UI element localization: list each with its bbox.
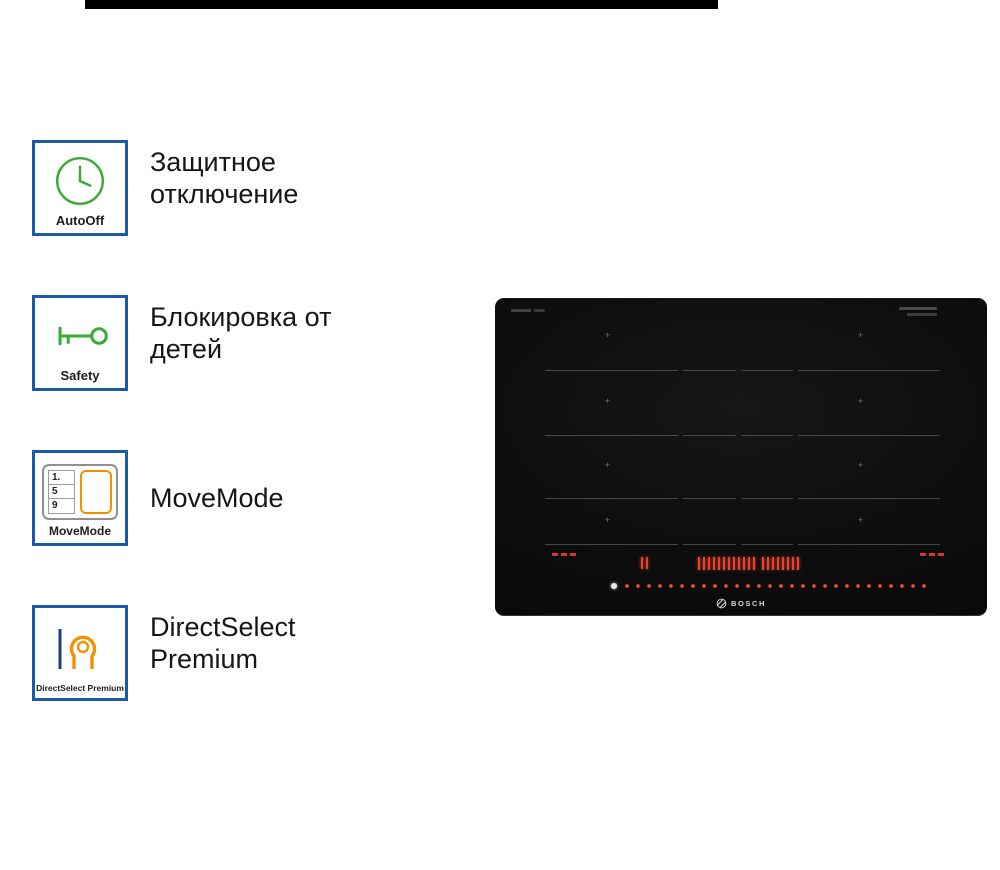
hob-top-left-marking (511, 309, 545, 312)
feature-movemode: 1. 5 9 MoveMode MoveMode (32, 450, 284, 546)
feature-title-line: детей (150, 334, 223, 364)
directselect-dial-icon (58, 628, 97, 669)
control-red-marks-left (552, 553, 576, 556)
icon-wrap (52, 614, 108, 683)
movemode-number: 1. (52, 471, 61, 483)
key-icon (58, 326, 108, 346)
feature-title-directselect: DirectSelect Premium (150, 605, 296, 675)
control-led-bar (698, 557, 755, 570)
movemode-number: 5 (49, 483, 74, 498)
power-indicator-dot (611, 583, 617, 589)
hob-top-right-marking (907, 313, 937, 316)
control-led-digits (641, 557, 649, 569)
feature-title-line: Premium (150, 644, 259, 674)
feature-title-line: Защитное (150, 147, 276, 177)
feature-badge-movemode: 1. 5 9 MoveMode (32, 450, 128, 546)
feature-title-safety: Блокировка от детей (150, 295, 331, 365)
feature-title-movemode: MoveMode (150, 482, 284, 514)
feature-badge-autooff: AutoOff (32, 140, 128, 236)
hob-zone-line (545, 370, 940, 371)
feature-title-line: DirectSelect (150, 612, 296, 642)
zone-marker (858, 397, 863, 406)
clock-icon (55, 156, 105, 206)
bosch-logo: BOSCH (495, 598, 987, 609)
control-led-dots (625, 583, 931, 589)
top-black-bar (85, 0, 718, 9)
badge-label-safety: Safety (60, 368, 100, 383)
bosch-symbol-icon (716, 598, 727, 609)
hob-zone-line (545, 435, 940, 436)
zone-marker (858, 516, 863, 525)
badge-label-directselect: DirectSelect Premium (36, 683, 124, 693)
feature-badge-safety: Safety (32, 295, 128, 391)
icon-wrap (53, 149, 107, 213)
icon-wrap (51, 304, 109, 368)
bosch-wordmark: BOSCH (730, 599, 767, 608)
feature-title-line: MoveMode (150, 483, 284, 513)
movemode-zone-outline (80, 469, 112, 514)
badge-label-movemode: MoveMode (48, 524, 111, 538)
movemode-panel-icon: 1. 5 9 (42, 463, 118, 520)
zone-marker (605, 397, 610, 406)
icon-wrap: 1. 5 9 (42, 459, 118, 524)
zone-marker (605, 461, 610, 470)
hob-zone-line (545, 544, 940, 545)
product-photo-hob: BOSCH (495, 298, 987, 616)
zone-marker (858, 331, 863, 340)
movemode-number-column: 1. 5 9 (48, 469, 75, 514)
feature-badge-directselect: DirectSelect Premium (32, 605, 128, 701)
control-red-marks-right (920, 553, 944, 556)
feature-safety: Safety Блокировка от детей (32, 295, 331, 391)
feature-autooff: AutoOff Защитное отключение (32, 140, 298, 236)
feature-title-line: отключение (150, 179, 299, 209)
hob-zone-line (545, 498, 940, 499)
feature-title-line: Блокировка от (150, 302, 332, 332)
feature-directselect: DirectSelect Premium DirectSelect Premiu… (32, 605, 296, 701)
movemode-number: 9 (49, 498, 74, 512)
hob-top-right-marking (899, 307, 937, 310)
zone-marker (858, 461, 863, 470)
control-led-bar (762, 557, 799, 570)
zone-marker (605, 516, 610, 525)
badge-label-autooff: AutoOff (55, 213, 105, 228)
feature-title-autooff: Защитное отключение (150, 140, 298, 210)
zone-marker (605, 331, 610, 340)
